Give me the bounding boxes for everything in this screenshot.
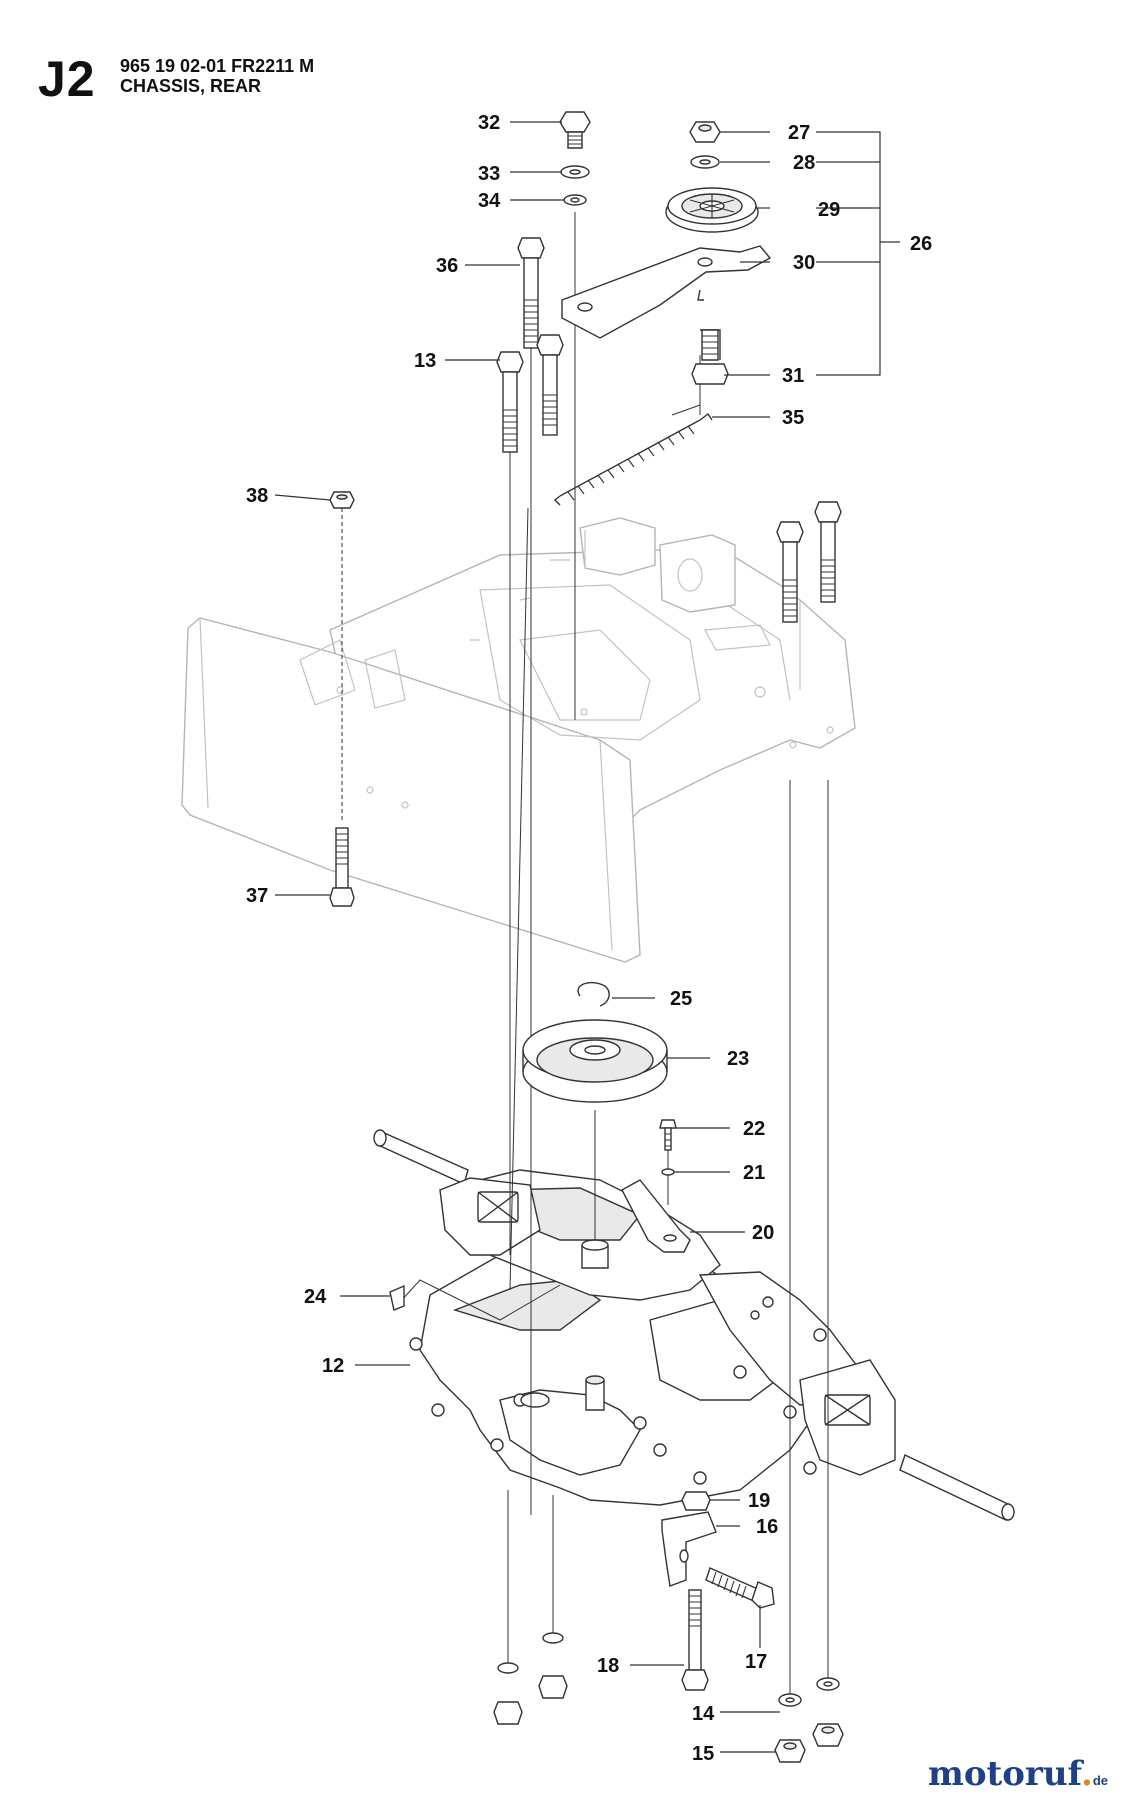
page-code: J2 <box>38 51 96 107</box>
group-bracket-26 <box>816 131 900 376</box>
transaxle-housing <box>373 1129 1015 1521</box>
callout-20: 20 <box>752 1222 774 1244</box>
callout-12: 12 <box>322 1355 344 1377</box>
callout-24: 24 <box>304 1286 327 1308</box>
callout-16: 16 <box>756 1516 778 1538</box>
callout-18: 18 <box>597 1655 619 1677</box>
page-title: 965 19 02-01 FR2211 M CHASSIS, REAR <box>120 56 314 96</box>
bolts-left <box>329 237 564 907</box>
callout-17: 17 <box>745 1651 767 1673</box>
brand-domain: de <box>1092 1773 1108 1788</box>
pulley-23 <box>522 981 668 1103</box>
callout-13: 13 <box>414 350 436 372</box>
callout-38: 38 <box>246 485 268 507</box>
lower-fasteners <box>493 1491 775 1725</box>
callout-21: 21 <box>743 1162 765 1184</box>
callout-labels: 32 33 34 36 13 38 37 27 28 29 26 30 31 3… <box>246 112 932 1765</box>
callout-36: 36 <box>436 255 458 277</box>
callout-33: 33 <box>478 163 500 185</box>
section-title: CHASSIS, REAR <box>120 76 262 96</box>
callout-26: 26 <box>910 233 932 255</box>
callout-19: 19 <box>748 1490 770 1512</box>
callout-35: 35 <box>782 407 804 429</box>
model-line: 965 19 02-01 FR2211 M <box>120 56 315 76</box>
callout-32: 32 <box>478 112 500 134</box>
callout-31: 31 <box>782 365 804 387</box>
brand-dot: . <box>1080 1754 1093 1794</box>
callout-30: 30 <box>793 252 815 274</box>
bolts-right <box>774 501 844 1763</box>
callout-28: 28 <box>793 152 815 174</box>
watermark-logo: motoruf.de <box>928 1754 1108 1794</box>
callout-37: 37 <box>246 885 268 907</box>
callout-22: 22 <box>743 1118 765 1140</box>
control-bracket-parts <box>389 1119 691 1311</box>
idler-assembly <box>553 111 772 506</box>
callout-34: 34 <box>478 190 501 212</box>
brand-name: motoruf <box>927 1754 1081 1794</box>
rear-chassis-frame <box>181 517 856 963</box>
leader-lines <box>274 121 780 1753</box>
assembly-axes <box>341 212 829 1695</box>
callout-25: 25 <box>670 988 692 1010</box>
callout-27: 27 <box>788 122 810 144</box>
callout-15: 15 <box>692 1743 714 1765</box>
callout-14: 14 <box>692 1703 715 1725</box>
callout-29: 29 <box>818 199 840 221</box>
callout-23: 23 <box>727 1048 749 1070</box>
